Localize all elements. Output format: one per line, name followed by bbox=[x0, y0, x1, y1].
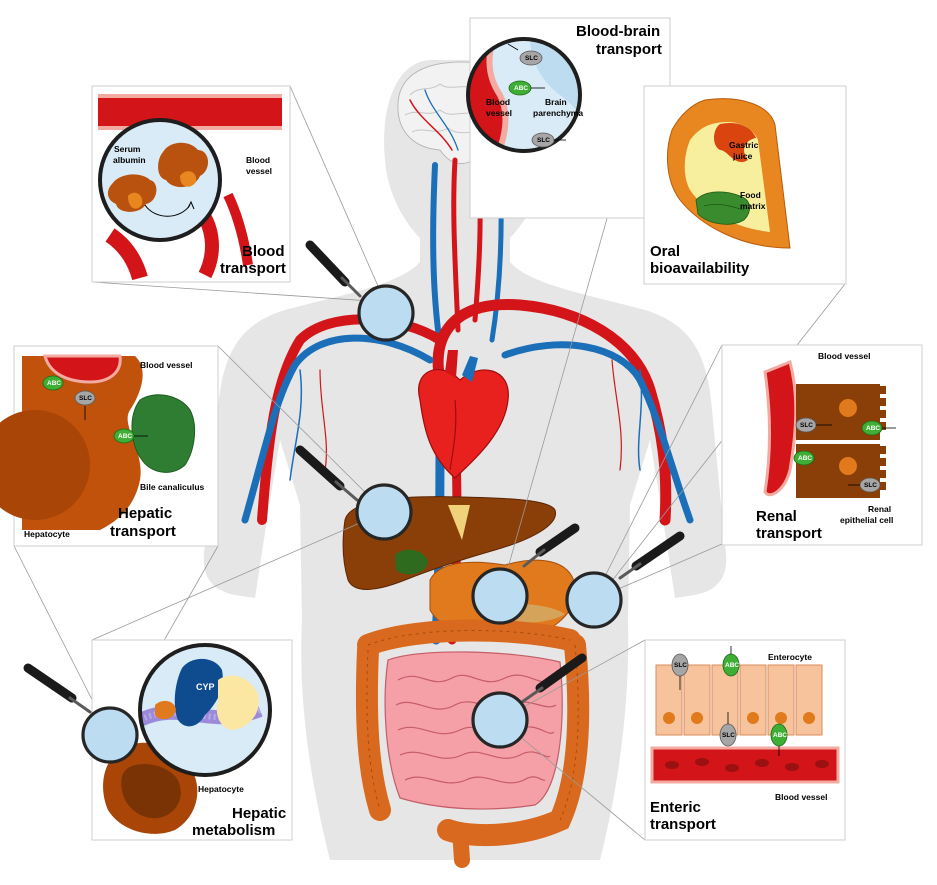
food-matrix-icon bbox=[695, 191, 750, 225]
blood-vessel-label-line2: vessel bbox=[246, 166, 272, 176]
panel-blood-brain-transport: Blood-brain transport SLC ABC SLC Blood … bbox=[466, 17, 671, 219]
panel-title-line2: metabolism bbox=[192, 822, 275, 839]
food-matrix-label: Food bbox=[740, 190, 761, 200]
abc-label: ABC bbox=[773, 732, 787, 739]
panel-title: Blood bbox=[242, 243, 285, 260]
slc-label: SLC bbox=[800, 422, 813, 429]
renal-epithelial-label: Renal bbox=[868, 504, 891, 514]
renal-epithelial-cell bbox=[796, 444, 880, 498]
blood-vessel-label: Blood vessel bbox=[140, 360, 192, 370]
hepatocyte-label: Hepatocyte bbox=[24, 529, 70, 539]
panel-renal-transport: SLC ABC ABC SLC Blood vessel Renal epith… bbox=[721, 344, 923, 546]
panel-oral-bioavailability: Gastric juice Food matrix Oral bioavaila… bbox=[643, 85, 847, 285]
enterocyte-label: Enterocyte bbox=[768, 652, 812, 662]
abc-label: ABC bbox=[866, 425, 880, 432]
blood-vessel-strip bbox=[650, 746, 840, 784]
food-matrix-label-line2: matrix bbox=[740, 201, 766, 211]
panel-enteric-transport: SLC ABC SLC ABC Enterocyte Blood vessel … bbox=[644, 639, 846, 841]
blood-vessel-label: Blood vessel bbox=[818, 351, 870, 361]
magnifier-oral-icon bbox=[471, 523, 580, 625]
magnifier-hepatic-metabolism-icon bbox=[23, 663, 139, 764]
panel-title: Oral bbox=[650, 243, 680, 260]
gastric-juice-label: Gastric bbox=[729, 140, 759, 150]
slc-label: SLC bbox=[79, 395, 92, 402]
enterocyte-row bbox=[655, 664, 823, 736]
blood-vessel-label: Blood bbox=[486, 97, 510, 107]
brain-parenchyma-label-line2: parenchyma bbox=[533, 108, 583, 118]
serum-albumin-label: Serum bbox=[114, 144, 141, 154]
abc-label: ABC bbox=[47, 380, 61, 387]
slc-label: SLC bbox=[674, 662, 687, 669]
panel-title-line2: transport bbox=[110, 523, 176, 540]
abc-label: ABC bbox=[514, 85, 528, 92]
gallbladder-icon bbox=[395, 549, 428, 575]
hepatocyte-label: Hepatocyte bbox=[198, 784, 244, 794]
panel-title-line2: transport bbox=[650, 816, 716, 833]
panel-title: Blood-brain bbox=[576, 23, 660, 40]
bile-canaliculus-label: Bile canaliculus bbox=[140, 482, 205, 492]
panel-title: Hepatic bbox=[118, 505, 172, 522]
heart-icon bbox=[418, 350, 509, 479]
slc-label: SLC bbox=[537, 137, 550, 144]
renal-epithelial-cell bbox=[796, 384, 880, 440]
renal-vessel-icon bbox=[763, 359, 798, 497]
slc-label: SLC bbox=[525, 55, 538, 62]
magnifier-hepatic-transport-icon bbox=[295, 445, 413, 541]
abc-label: ABC bbox=[725, 662, 739, 669]
magnifier-renal-icon bbox=[565, 531, 685, 629]
panel-title-line2: bioavailability bbox=[650, 260, 750, 277]
magnifier-enteric-icon bbox=[471, 653, 587, 749]
abc-label: ABC bbox=[798, 455, 812, 462]
serum-albumin-label-line2: albumin bbox=[113, 155, 146, 165]
panel-title: Enteric bbox=[650, 799, 701, 816]
slc-label: SLC bbox=[864, 482, 877, 489]
panel-title-line2: transport bbox=[220, 260, 286, 277]
panel-title-line2: transport bbox=[596, 41, 662, 58]
slc-label: SLC bbox=[722, 732, 735, 739]
blood-vessel-label: Blood vessel bbox=[775, 792, 827, 802]
panel-blood-transport: Serum albumin Blood vessel Blood transpo… bbox=[91, 85, 291, 283]
panel-title: Hepatic bbox=[232, 805, 286, 822]
brain-parenchyma-label: Brain bbox=[545, 97, 567, 107]
panel-hepatic-transport: ABC SLC ABC Blood vessel Bile canaliculu… bbox=[0, 345, 219, 547]
gastric-juice-label-line2: juice bbox=[732, 151, 753, 161]
panel-title-line2: transport bbox=[756, 525, 822, 542]
blood-vessel-label: Blood bbox=[246, 155, 270, 165]
panel-title: Renal bbox=[756, 508, 797, 525]
cyp-enzyme-icon bbox=[174, 658, 223, 727]
blood-vessel-label-line2: vessel bbox=[486, 108, 512, 118]
renal-epithelial-label-line2: epithelial cell bbox=[840, 515, 893, 525]
cyp-label: CYP bbox=[196, 682, 215, 692]
bile-canaliculus-icon bbox=[131, 394, 196, 473]
abc-label: ABC bbox=[118, 433, 132, 440]
magnifier-blood-transport-icon bbox=[305, 240, 415, 342]
